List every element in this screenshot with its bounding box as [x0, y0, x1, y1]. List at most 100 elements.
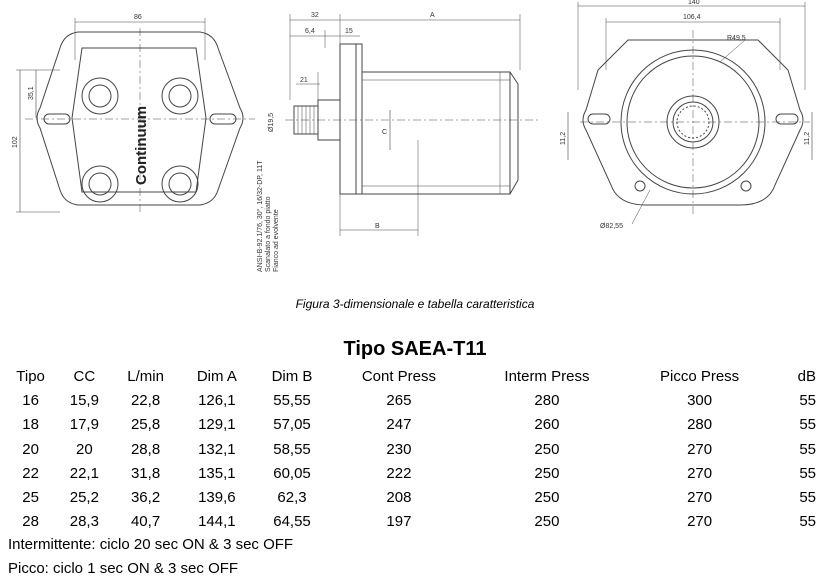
- cell-dim-a: 135,1: [198, 464, 236, 482]
- dim-19-5: Ø19,5: [268, 113, 275, 132]
- dim-b: B: [375, 223, 380, 230]
- front-view: [16, 18, 255, 214]
- dim-82-55: Ø82,55: [600, 223, 623, 230]
- cell-interm-press: 250: [534, 513, 560, 531]
- cell-lmin: 31,8: [130, 464, 161, 482]
- cell-lmin: 28,8: [130, 440, 161, 458]
- shaft-spec-line-3: Fianco ad evolvente: [273, 209, 280, 272]
- header-dim-b: Dim B: [271, 367, 313, 385]
- cell-lmin: 22,8: [130, 391, 161, 409]
- cell-dim-b: 60,05: [273, 464, 311, 482]
- cell-cont-press: 208: [386, 489, 412, 507]
- cell-cc: 17,9: [69, 416, 99, 434]
- dim-106-4: 106,4: [683, 14, 701, 21]
- cell-picco-press: 280: [687, 416, 713, 434]
- cell-picco-press: 270: [687, 440, 713, 458]
- cell-cont-press: 197: [386, 513, 412, 531]
- dim-11-2-left: 11,2: [560, 132, 567, 145]
- dim-32: 32: [311, 12, 319, 19]
- table-title: Tipo SAEA-T11: [343, 338, 487, 360]
- cell-db: 55: [799, 391, 816, 409]
- header-db: dB: [797, 367, 816, 385]
- table-row: 25 25,2 36,2 139,6 62,3 208 250 270 55: [4, 485, 826, 509]
- dim-86: 86: [134, 14, 142, 21]
- note-peak: Picco: ciclo 1 sec ON & 3 sec OFF: [8, 560, 239, 577]
- figure-caption: Figura 3-dimensionale e tabella caratter…: [295, 297, 535, 311]
- cell-tipo: 25: [22, 489, 39, 507]
- cell-db: 55: [799, 513, 816, 531]
- header-cont-press: Cont Press: [361, 367, 437, 385]
- table-header-row: Tipo CC L/min Dim A Dim B Cont Press Int…: [4, 364, 826, 388]
- cell-interm-press: 250: [534, 464, 560, 482]
- shaft-spec-line-1: ANSI-B-92.1/76, 30°, 16/32-DP, 11T: [256, 160, 264, 272]
- cell-picco-press: 270: [687, 489, 713, 507]
- cell-cc: 15,9: [69, 391, 99, 409]
- dim-6-4: 6,4: [305, 28, 315, 35]
- cell-lmin: 36,2: [130, 489, 161, 507]
- cell-picco-press: 300: [687, 391, 713, 409]
- cell-cc: 25,2: [69, 489, 99, 507]
- cell-cont-press: 247: [386, 416, 412, 434]
- cell-cc: 20: [76, 440, 93, 458]
- cell-dim-a: 129,1: [198, 416, 236, 434]
- cell-interm-press: 280: [534, 391, 560, 409]
- cell-dim-a: 139,6: [198, 489, 236, 507]
- cell-tipo: 20: [22, 440, 39, 458]
- dim-c: C: [382, 129, 387, 136]
- table-row: 22 22,1 31,8 135,1 60,05 222 250 270 55: [4, 461, 826, 485]
- header-picco-press: Picco Press: [659, 367, 740, 385]
- cell-picco-press: 270: [687, 513, 713, 531]
- dim-140: 140: [688, 0, 700, 6]
- cell-cont-press: 265: [386, 391, 412, 409]
- header-tipo: Tipo: [16, 367, 45, 385]
- cell-picco-press: 270: [687, 464, 713, 482]
- header-interm-press: Interm Press: [504, 367, 590, 385]
- table-row: 16 15,9 22,8 126,1 55,55 265 280 300 55: [4, 388, 826, 412]
- cell-db: 55: [799, 489, 816, 507]
- dim-a: A: [430, 12, 435, 19]
- cell-tipo: 28: [22, 513, 39, 531]
- cell-dim-a: 132,1: [198, 440, 236, 458]
- cell-cc: 22,1: [69, 464, 99, 482]
- cell-dim-a: 144,1: [198, 513, 236, 531]
- spec-table: Tipo CC L/min Dim A Dim B Cont Press Int…: [4, 364, 826, 534]
- rear-view: [567, 2, 813, 225]
- shaft-spec-line-2: Scanalato a fondo piatto: [265, 196, 272, 272]
- side-view: [285, 14, 540, 236]
- technical-drawing: Continuum 86 35,1 102 32 A 6,4 15 21 Ø19…: [12, 0, 813, 272]
- cell-cont-press: 230: [386, 440, 412, 458]
- cell-interm-press: 250: [534, 440, 560, 458]
- brand-logo: Continuum: [133, 106, 150, 185]
- header-cc: CC: [73, 367, 96, 385]
- table-row: 20 20 28,8 132,1 58,55 230 250 270 55: [4, 437, 826, 461]
- cell-db: 55: [799, 416, 816, 434]
- note-intermittent: Intermittente: ciclo 20 sec ON & 3 sec O…: [8, 536, 294, 553]
- cell-tipo: 16: [22, 391, 39, 409]
- dim-11-2-right: 11,2: [804, 132, 811, 145]
- cell-dim-b: 57,05: [273, 416, 311, 434]
- shaft-spec-note: ANSI-B-92.1/76, 30°, 16/32-DP, 11T Scana…: [256, 160, 280, 272]
- dim-35-1: 35,1: [28, 86, 35, 100]
- cell-tipo: 22: [22, 464, 39, 482]
- dim-102: 102: [12, 136, 19, 148]
- cell-lmin: 25,8: [130, 416, 161, 434]
- header-lmin: L/min: [127, 367, 164, 385]
- cell-dim-a: 126,1: [198, 391, 236, 409]
- cell-tipo: 18: [22, 416, 39, 434]
- cell-cc: 28,3: [69, 513, 99, 531]
- cell-db: 55: [799, 440, 816, 458]
- cell-dim-b: 62,3: [277, 489, 307, 507]
- cell-dim-b: 55,55: [273, 391, 311, 409]
- dim-15: 15: [345, 28, 353, 35]
- cell-cont-press: 222: [386, 464, 412, 482]
- cell-interm-press: 250: [534, 489, 560, 507]
- cell-dim-b: 64,55: [273, 513, 311, 531]
- table-row: 18 17,9 25,8 129,1 57,05 247 260 280 55: [4, 413, 826, 437]
- dim-r49-5: R49,5: [727, 35, 746, 42]
- table-row: 28 28,3 40,7 144,1 64,55 197 250 270 55: [4, 510, 826, 534]
- header-dim-a: Dim A: [196, 367, 237, 385]
- cell-dim-b: 58,55: [273, 440, 311, 458]
- cell-interm-press: 260: [534, 416, 560, 434]
- dim-21: 21: [300, 77, 308, 84]
- cell-db: 55: [799, 464, 816, 482]
